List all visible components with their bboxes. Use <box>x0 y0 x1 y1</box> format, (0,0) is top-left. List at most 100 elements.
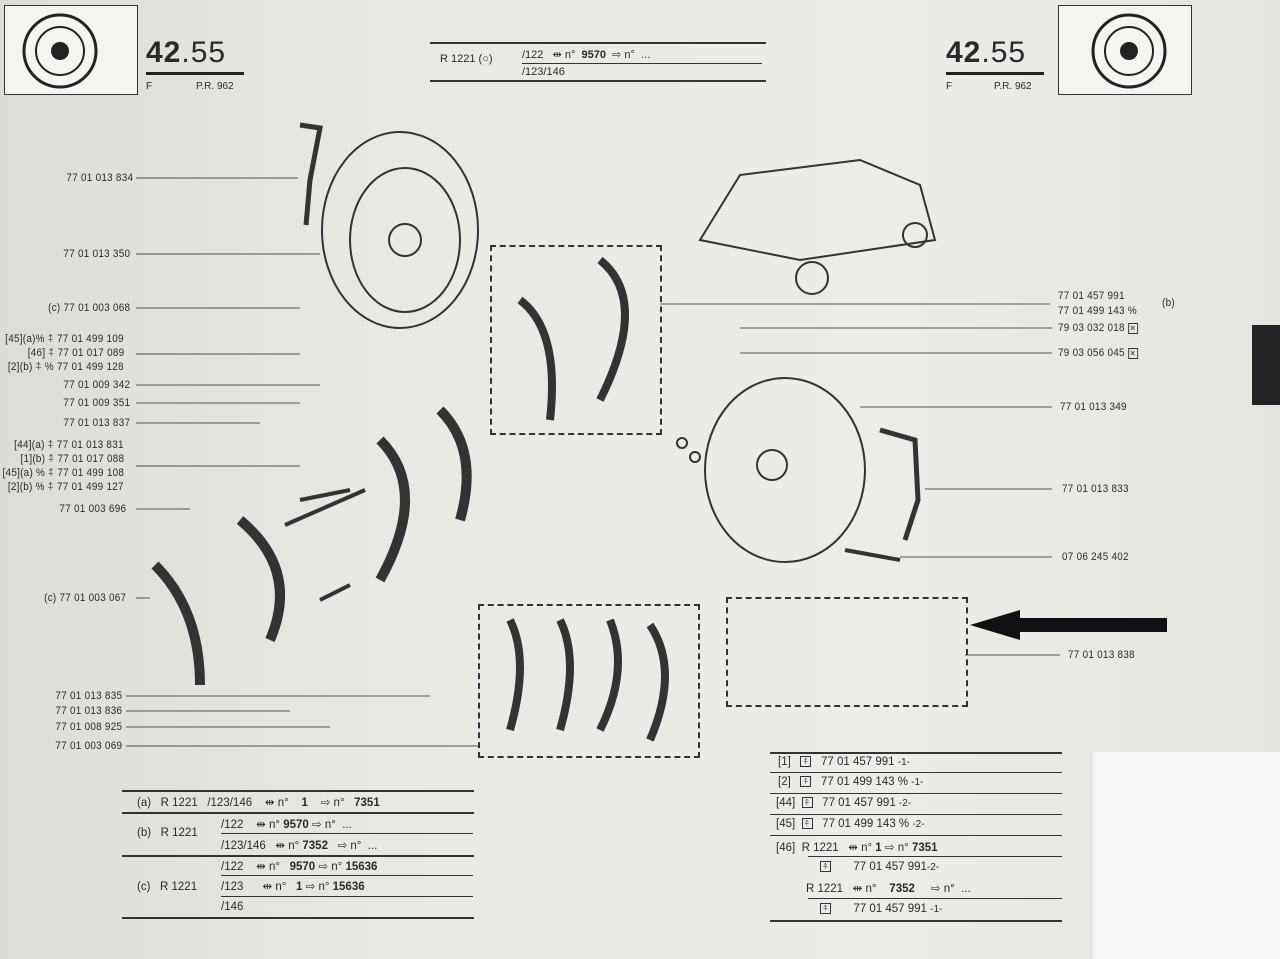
divider <box>122 812 474 814</box>
n-label: n° <box>861 842 873 854</box>
part-number: 77 01 457 991 <box>853 861 927 873</box>
serial-from: 9570 <box>581 49 607 61</box>
divider <box>808 856 1062 857</box>
divider <box>221 896 473 897</box>
table-row: /123/146 ⇹ n° 7352 ⇨ n° ... <box>221 840 378 852</box>
model: R 1221 <box>160 881 198 893</box>
part-label: [45](a) % ⍏ 77 01 499 108 <box>2 467 124 479</box>
n-label: n° <box>624 49 635 61</box>
part-label: 77 01 457 991 <box>1058 290 1125 302</box>
divider <box>770 920 1062 922</box>
part-label: 77 01 013 835 <box>55 690 122 702</box>
variant: /123 <box>221 881 244 893</box>
divider <box>522 63 762 64</box>
table-row: ⍏ 77 01 457 991-2- <box>820 861 939 873</box>
page-number-left: 42.55 <box>146 36 226 70</box>
divider <box>146 72 244 75</box>
part-number: 77 01 499 143 % <box>822 818 910 830</box>
model: R 1221 <box>160 797 198 809</box>
page-number-right: 42.55 <box>946 36 1026 70</box>
part-label: [46] ⍏ 77 01 017 089 <box>27 347 124 359</box>
n-label: n° <box>943 883 955 895</box>
brake-drum-thumbnail-icon <box>22 13 98 89</box>
n-label: n° <box>318 881 330 893</box>
divider <box>770 752 1062 754</box>
part-number: 77 01 457 991 <box>853 903 927 915</box>
part-label: 77 01 013 350 <box>63 248 130 260</box>
part-label: [44](a) ⍏ 77 01 013 831 <box>14 439 124 451</box>
serial-to: ... <box>961 883 971 895</box>
part-label: 77 01 013 838 <box>1068 649 1135 661</box>
tag: [2] <box>778 776 791 788</box>
pr-ref: P.R. 962 <box>196 81 234 92</box>
car-illustration-icon <box>698 158 937 262</box>
divider <box>221 833 473 834</box>
n-label: n° <box>288 840 300 852</box>
part-number: 77 01 499 143 % <box>820 776 908 788</box>
backing-plate-icon <box>704 377 866 563</box>
tag: (b) <box>137 827 152 839</box>
tag: [44] <box>776 797 796 809</box>
n-label: n° <box>333 797 345 809</box>
serial-from: 7352 <box>889 883 915 895</box>
divider <box>122 855 474 857</box>
thumbnail-brake-right <box>1058 5 1192 95</box>
divider <box>770 772 1062 773</box>
note: -1- <box>911 777 924 788</box>
kit-box-icon: ⍏ <box>820 861 831 873</box>
part-label: 79 03 032 018 ✕ <box>1058 322 1138 334</box>
divider <box>770 814 1062 815</box>
table-row-group: (b) R 1221 <box>137 827 198 839</box>
part-label: 77 01 013 836 <box>55 705 122 717</box>
table-row: /122 ⇹ n° 9570 ⇨ n° ... <box>221 819 352 831</box>
variant: /123/146 <box>221 840 266 852</box>
n-label: n° <box>331 861 343 873</box>
header-model: R 1221 (○) <box>440 53 493 65</box>
n-label: n° <box>275 881 287 893</box>
serial-from: 9570 <box>289 861 316 873</box>
part-label: (c) 77 01 003 068 <box>47 302 130 314</box>
table-row: R 1221 ⇹ n° 7352 ⇨ n° ... <box>806 883 971 895</box>
serial-from: 1 <box>296 881 303 893</box>
pr-ref: P.R. 962 <box>994 81 1032 92</box>
kit-box-icon: ⍏ <box>801 818 813 830</box>
tag: [1] <box>778 756 791 768</box>
tag: (a) <box>137 797 152 809</box>
n-label: n° <box>269 861 281 873</box>
note: -2- <box>912 819 925 830</box>
section-tab <box>1252 325 1280 405</box>
kit-box-icon: ⍏ <box>820 903 831 915</box>
divider <box>946 72 1044 75</box>
variant: /123/146 <box>522 66 565 78</box>
serial-from: 9570 <box>283 819 309 831</box>
pointer-arrow-icon <box>970 610 1167 640</box>
part-label: 79 03 056 045 ✕ <box>1058 347 1138 359</box>
part-number: 79 03 032 018 <box>1058 322 1125 334</box>
part-number: 77 01 457 991 <box>822 797 896 809</box>
table-row-group: (c) R 1221 <box>137 881 197 893</box>
serial-to: 15636 <box>332 881 365 893</box>
n-label: n° <box>277 797 289 809</box>
bolt-icon <box>844 548 901 562</box>
tag: [45] <box>776 818 796 830</box>
thumbnail-brake-left <box>4 5 138 95</box>
serial-to: ... <box>641 49 651 61</box>
part-label: 77 01 003 696 <box>59 503 126 515</box>
lang-code: F <box>146 81 153 92</box>
part-label: 77 01 013 834 <box>66 172 133 184</box>
lang-code: F <box>946 81 953 92</box>
part-label: 77 01 013 833 <box>1062 483 1129 495</box>
part-label: 77 01 009 342 <box>63 379 130 391</box>
brake-lining-set-box <box>478 604 700 758</box>
note: -1- <box>897 757 910 768</box>
part-label: 77 01 008 925 <box>55 721 122 733</box>
part-label: (c) 77 01 003 067 <box>43 592 126 604</box>
divider <box>122 917 474 919</box>
serial-from: 1 <box>301 797 308 809</box>
n-label: n° <box>324 819 336 831</box>
table-row: ⍏ 77 01 457 991 -1- <box>820 903 942 915</box>
divider <box>770 835 1062 836</box>
serial-to: ... <box>342 819 352 831</box>
part-label: [2](b) % ⍏ 77 01 499 127 <box>8 481 124 493</box>
n-label: n° <box>564 49 576 61</box>
